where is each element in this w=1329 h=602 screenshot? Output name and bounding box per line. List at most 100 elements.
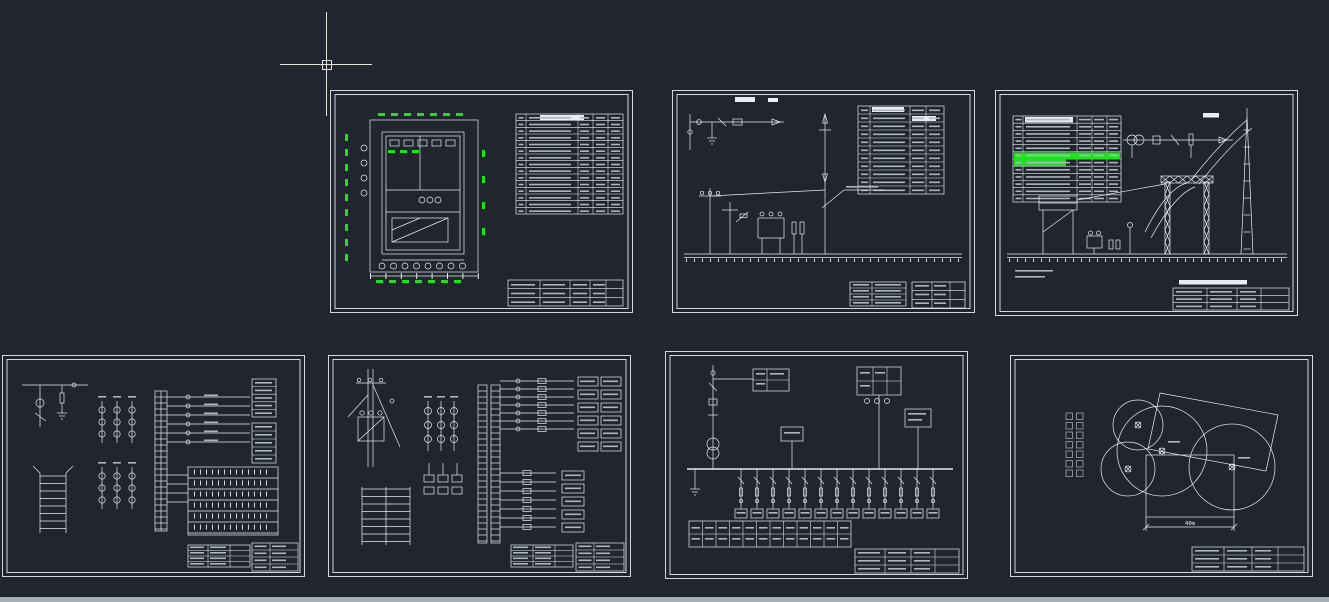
drawing-r [1108,239,1114,250]
drawing-tx [875,296,901,298]
feeder-branches [734,469,940,519]
sheet-5-secondary-wiring-2[interactable] [328,355,631,577]
wiring-runs-bottom [500,470,556,530]
lightning-protection-plan-drawing: 40m [1010,355,1313,577]
drawing-tx [1109,125,1118,128]
drawing-tx [596,130,605,132]
drawing-p [1198,127,1253,185]
drawing-r [768,98,778,102]
title-block [911,281,966,309]
drawing-tx [732,527,741,529]
drawing-rep [389,139,456,147]
sheet-6-single-line-diagram[interactable] [665,351,968,579]
title-block [507,279,624,307]
drawing-tx [1227,566,1247,568]
drawing-l [913,476,921,485]
drawing-rep [861,109,940,192]
drawing-tx [596,203,605,206]
drawing-tx [529,117,571,119]
drawing-tx [1109,183,1118,185]
sheet-outer-border [2,355,305,577]
sheet-1-transformer-room-plan[interactable] [330,90,633,313]
drawing-tx [255,434,272,436]
drawing-tx [1079,147,1091,150]
drawing-r [561,483,585,494]
drawing-tx [578,566,592,569]
sheet-outer-border [330,90,633,313]
drawing-c [437,421,445,429]
guy-wire [372,384,401,448]
drawing-tx [272,545,286,548]
horizontal-scrollbar[interactable] [0,597,1329,602]
drawing-l [1158,447,1166,455]
vertical-label-col-1 [1065,412,1073,477]
drawing-tx [929,181,940,184]
drawing-r [708,398,718,406]
drawing-r [904,408,932,428]
drawing-tx [772,538,781,540]
drawing-tx [596,123,605,126]
drawing-tx [1026,176,1070,178]
drawing-tx [255,389,272,392]
drawing-r [739,487,743,497]
sheet-2-line-elevation-1[interactable] [672,90,975,313]
drawing-tx [535,552,551,554]
drawing-tx [848,512,858,514]
drawing-tx [1240,291,1256,293]
drawing-tx [529,170,571,172]
drawing-tx [756,383,765,385]
drawing-r [561,470,585,481]
drawing-rep [1203,181,1210,255]
drawing-tx [873,141,905,144]
drawing-tx [596,143,605,146]
drawing-tx [864,512,874,514]
drawing-r [522,470,532,476]
drawing-tx [1015,183,1022,185]
drawing-tx [513,557,528,560]
sheet-7-lightning-protection-plan[interactable]: 40m [1010,355,1313,577]
drawing-tx [210,546,226,549]
drawing-c [915,499,919,503]
drawing-tx [596,566,610,569]
sheet-3-line-elevation-2[interactable] [995,90,1298,316]
drawing-tx [691,538,700,540]
drawing-r [522,479,532,485]
drawing-l [817,476,825,485]
sheet-inner-border [676,94,971,309]
drawing-c [771,499,775,503]
drawing-tk [388,150,419,153]
sheet-4-secondary-wiring-1[interactable] [2,355,305,577]
drawing-rep [1243,129,1251,250]
drawing-tx [929,157,940,160]
drawing-tx [1195,550,1219,552]
drawing-tx [912,189,924,192]
drawing-tx [929,189,940,192]
material-table [857,105,945,195]
drawing-tx [875,290,901,292]
drawing-tx [518,123,524,126]
drawing-tx [1015,197,1022,200]
drawing-tx [912,157,924,160]
drawing-cr [1088,230,1101,236]
drawing-tx [518,190,524,192]
drawing-l [1203,229,1210,243]
drawing-r [910,508,924,519]
drawing-l [32,465,41,474]
drawing-r [577,415,599,426]
drawing-r [899,487,903,497]
drawing-tx [596,137,605,139]
drawing-tx [518,137,524,139]
drawing-tx [580,210,589,212]
drawing-tx [888,568,906,570]
drawing-tx [254,566,267,569]
drawing-tx [912,109,924,112]
terminal-strip-b [490,384,501,544]
drawing-tx [204,439,218,442]
drawing-tx [929,125,940,128]
drawing-tx [858,568,880,570]
drawing-tx [210,557,226,560]
title-block [1191,546,1305,572]
sheet-outer-border [665,351,968,579]
